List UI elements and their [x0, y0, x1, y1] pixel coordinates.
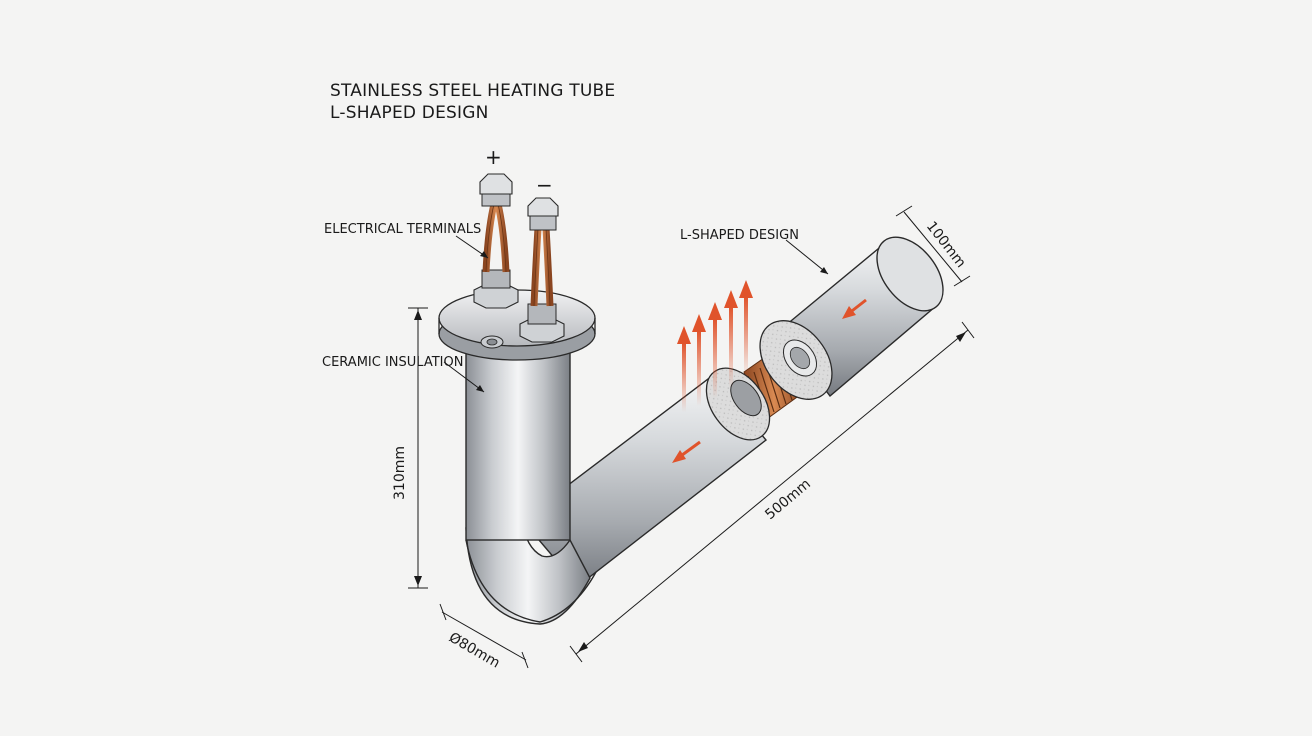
- heat-arrow-icon: [724, 290, 738, 388]
- flow-arrow-icon: [842, 298, 867, 319]
- label-ceramic-insulation: CERAMIC INSULATION: [322, 355, 463, 370]
- heat-arrow-icon: [739, 280, 753, 378]
- label-electrical-terminals: ELECTRICAL TERMINALS: [324, 222, 481, 237]
- dimension-length-label: 500mm: [762, 476, 814, 523]
- callout-l-shaped-design: L-SHAPED DESIGN: [680, 228, 829, 275]
- dimension-height: 310mm: [392, 307, 428, 589]
- tube-elbow: [465, 519, 591, 625]
- flow-arrow-icon: [672, 440, 701, 463]
- title-line-1: STAINLESS STEEL HEATING TUBE: [330, 81, 616, 101]
- heat-arrow-icon: [692, 314, 706, 406]
- heat-arrow-icon: [677, 326, 691, 412]
- terminal-negative: [519, 197, 565, 343]
- dimension-diameter-label: Ø80mm: [446, 630, 503, 672]
- ceramic-ring-right: [759, 320, 833, 400]
- diagram-title: STAINLESS STEEL HEATING TUBE L-SHAPED DE…: [330, 80, 615, 124]
- heat-arrow-icon: [708, 302, 722, 398]
- positive-polarity-label: +: [485, 145, 502, 169]
- heat-radiation-arrows: [677, 280, 753, 412]
- callout-electrical-terminals: ELECTRICAL TERMINALS: [324, 222, 489, 259]
- title-line-2: L-SHAPED DESIGN: [330, 103, 489, 123]
- label-l-shaped-design: L-SHAPED DESIGN: [680, 228, 799, 243]
- negative-polarity-label: −: [536, 173, 553, 197]
- vertical-tube: [465, 339, 597, 623]
- dimension-height-label: 310mm: [392, 446, 408, 500]
- terminal-positive: [473, 173, 519, 309]
- callout-ceramic-insulation: CERAMIC INSULATION: [322, 355, 485, 393]
